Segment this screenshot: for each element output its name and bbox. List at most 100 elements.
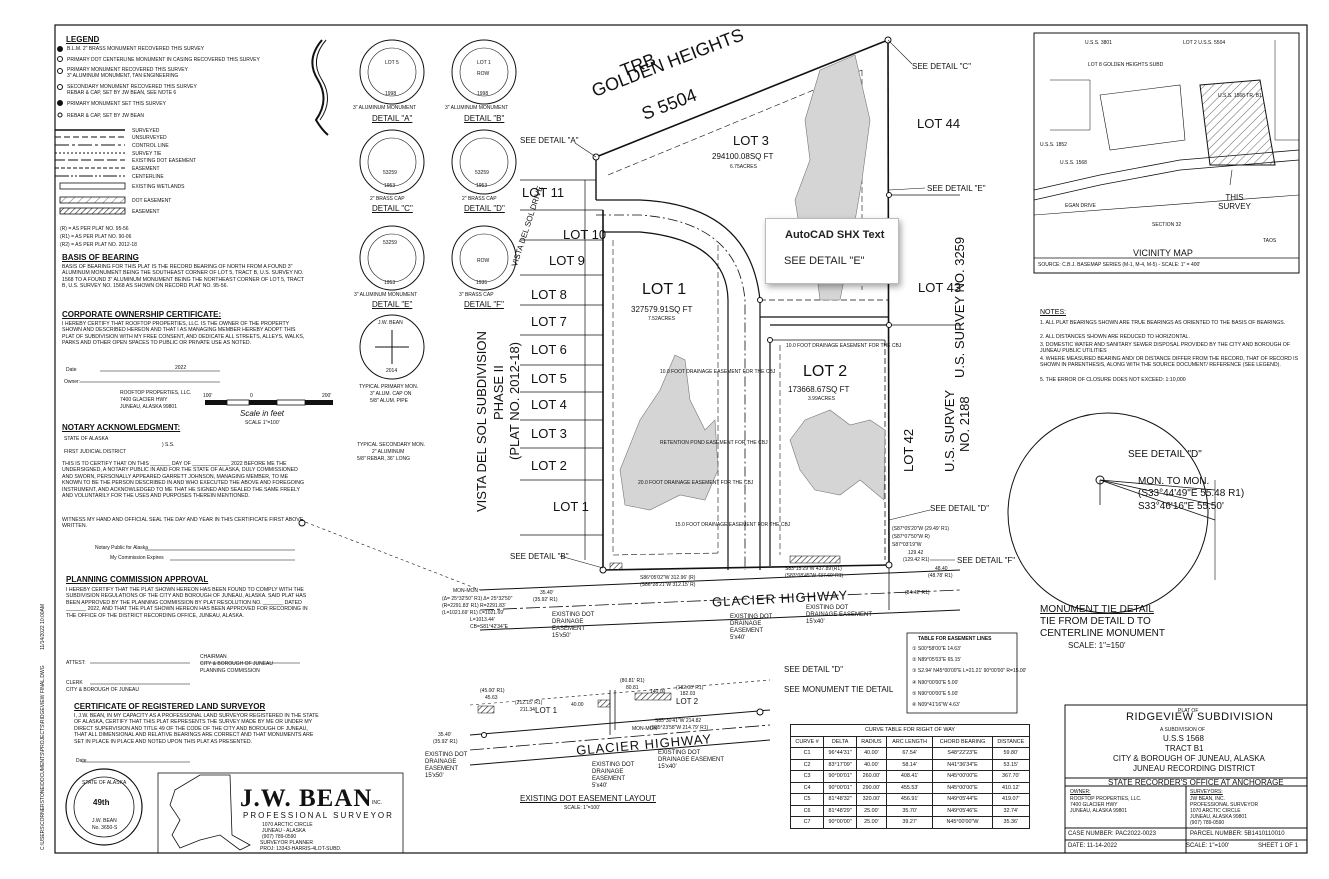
basis-text: BASIS OF BEARING FOR THIS PLAT IS THE RE… [62, 264, 304, 290]
surveyor-cert-title: CERTIFICATE OF REGISTERED LAND SURVEYOR [74, 702, 266, 711]
dot-easement: DRAINAGE [425, 759, 457, 765]
bearing-bottom: (S86°28'21"W 312.15' R) [640, 582, 696, 588]
dot-dim: 40.00 [571, 702, 584, 708]
dot-dim: (212.15' R1) [515, 700, 543, 706]
bearing-right: (S87°07'50"W R) [892, 534, 930, 540]
curve-table-cell: 90°00'01" [823, 770, 858, 783]
curve-table-cell: 90°00'00" [823, 816, 858, 829]
legend-item: B.L.M. 2" BRASS MONUMENT RECOVERED THIS … [67, 46, 205, 52]
adj-lot: LOT 11 [522, 185, 565, 200]
curve-table-header-cell: ARC LENGTH [885, 735, 934, 748]
curve-table-cell: 456.91' [885, 793, 934, 806]
dot-dim: (182.00' R1) [676, 685, 704, 691]
legend-item: PRIMARY MONUMENT SET THIS SURVEY [67, 101, 166, 107]
ex-easement: EXISTING DOT [806, 605, 849, 611]
detail-circles [359, 39, 517, 380]
lot2-area: 173668.67SQ FT [788, 385, 850, 394]
easement-row: ⑤ N90°00'00"E 5.00' [912, 691, 959, 697]
detail-c-year: 1953 [384, 183, 396, 189]
curve-table-cell: 81°48'29" [823, 804, 858, 817]
detail-e-caption: 3" ALUMINUM MONUMENT [354, 292, 418, 298]
dot-see-mon: SEE MONUMENT TIE DETAIL [784, 685, 894, 694]
notary-public: Notary Public for Alaska [95, 545, 149, 551]
detail-b-text: LOT 1 [477, 60, 491, 66]
lot44: LOT 44 [917, 116, 961, 131]
seal-number: No. 3650-S [92, 825, 118, 831]
tie-record: (S33°44'49"E 55.48 R1) [1138, 488, 1245, 499]
vista-subdivision: VISTA DEL SOL SUBDIVISION [474, 331, 489, 512]
curve-table-cell: 59.80' [991, 747, 1031, 760]
bearing-bottom: (S83°08'45"W 437.60' R1) [785, 573, 844, 579]
tb-surveyor: (907) 789-0590 [1190, 820, 1225, 826]
detail-f-label: DETAIL "F" [464, 300, 504, 309]
basis-title: BASIS OF BEARING [62, 253, 139, 262]
dim-bottom: 48.40 [935, 566, 948, 572]
legend-ref: (R1) = AS PER PLAT NO. 90-06 [60, 234, 132, 240]
dim-bottom: 129.42 [908, 550, 924, 556]
vista-phase: PHASE II [491, 365, 506, 420]
tie-sub: CENTERLINE MONUMENT [1040, 628, 1166, 639]
legend-item: REBAR & CAP, SET BY JW BEAN, SEE NOTE 6 [67, 90, 177, 96]
side-path: C:\USERS\CORNERSTONE\DOCUMENTS\PROJECTS\… [40, 665, 46, 850]
lot2-name: LOT 2 [803, 363, 848, 380]
curve-table-cell: 419.07' [991, 793, 1031, 806]
drainage-label: 10.0 FOOT DRAINAGE EASEMENT FOR THE CBJ [660, 369, 776, 375]
dot-easement-2 [789, 555, 841, 564]
scale-tick: 200' [322, 393, 332, 399]
curve-left: CB=S81°42'34"E [470, 624, 508, 630]
adj-lot: LOT 5 [531, 371, 567, 386]
dot-bearing: (S85°23'58"W 214.79' R1) [650, 725, 709, 731]
dot-dim: 35.40' [438, 732, 452, 738]
dot-easement: 5'x40' [592, 783, 608, 789]
planning-chairman: CHAIRMAN [200, 654, 227, 660]
legend-area: DOT EASEMENT [132, 198, 172, 204]
dim-bottom: 35.40' [540, 590, 554, 596]
vicinity-source: SOURCE: C.B.J. BASEMAP SERIES (M-1, M-4,… [1038, 262, 1201, 268]
title-block-frame [1064, 704, 1308, 854]
dot-mon-mon: MON-MON [632, 726, 657, 732]
curve-table-cell: 40.00' [856, 747, 887, 760]
vicinity-label: TAOS [1263, 238, 1277, 244]
curve-table-cell: N41°36'34"E [932, 758, 993, 771]
see-detail-e: SEE DETAIL "E" [927, 184, 986, 193]
dot-dim: (35.92' R1) [433, 739, 458, 745]
tb-plat-of: PLAT OF [1178, 708, 1199, 714]
legend-line: EXISTING DOT EASEMENT [132, 158, 197, 164]
curve-table-header-cell: RADIUS [856, 735, 887, 748]
ex-easement: 15'x50' [552, 633, 571, 639]
dot-easement: EASEMENT [592, 776, 626, 782]
legend-ref: (R) = AS PER PLAT NO. 95-56 [60, 226, 129, 232]
curve-table-cell: 35.36' [991, 816, 1031, 829]
curve-table-cell: S48°22'23"E [932, 747, 993, 760]
vicinity-label: U.S.S. 1568 TR. B1 [1218, 93, 1262, 99]
notes-title: NOTES: [1040, 309, 1067, 316]
firm-name: J.W. BEAN [240, 785, 373, 812]
note-item: 1. ALL PLAT BEARINGS SHOWN ARE TRUE BEAR… [1040, 320, 1286, 326]
ownership-date-label: Date [66, 367, 77, 373]
dot-dim: (80.81' R1) [620, 678, 645, 684]
curve-table-cell: 290.00' [856, 781, 887, 794]
lot1-acres: 7.52ACRES [648, 316, 675, 322]
dot-lot1: LOT 1 [535, 706, 558, 715]
curve-table-cell: 32.74' [991, 804, 1031, 817]
dot-dim: 182.03 [680, 691, 696, 697]
tie-mon-to-mon: MON. TO MON. [1138, 476, 1210, 487]
curve-table-cell: 40.00' [856, 758, 887, 771]
tb-owner: ROOFTOP PROPERTIES, LLC. [1070, 796, 1142, 802]
planning-clerk: CITY & BOROUGH OF JUNEAU [66, 687, 139, 693]
vicinity-label: U.S.S. 1852 [1040, 142, 1067, 148]
curve-table-header-cell: DISTANCE [991, 735, 1031, 748]
detail-f-caption: 3" BRASS CAP [459, 292, 494, 298]
dim-bottom: (129.42 R1) [903, 557, 930, 563]
planning-text: I HEREBY CERTIFY THAT THE PLAT SHOWN HER… [66, 587, 308, 619]
legend-area: EXISTING WETLANDS [132, 184, 185, 190]
planning-chairman: CITY & BOROUGH OF JUNEAU [200, 661, 273, 667]
planning-chairman: PLANNING COMMISSION [200, 668, 260, 674]
legend-item: PRIMARY DOT CENTERLINE MONUMENT IN CASIN… [67, 57, 260, 63]
notary-ss: ) S.S. [162, 442, 175, 448]
tb-city: CITY & BOROUGH OF JUNEAU, ALASKA [1113, 754, 1265, 763]
dim-bottom: (35.92' R1) [533, 597, 558, 603]
